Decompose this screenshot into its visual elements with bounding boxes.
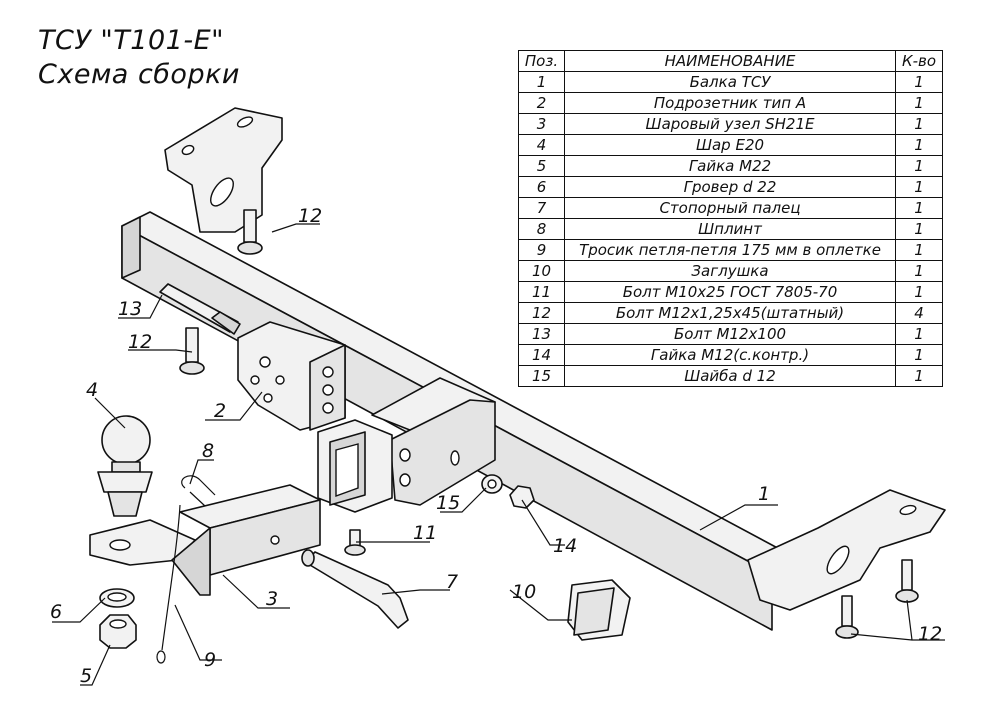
row-qty: 1: [895, 365, 943, 387]
callout-5: 5: [80, 665, 92, 687]
cable-loop: [156, 504, 181, 664]
header-pos: Поз.: [518, 50, 565, 72]
socket-bracket: [237, 321, 346, 431]
row-name: Гровер d 22: [564, 176, 896, 198]
callout-8: 8: [202, 440, 214, 462]
callout-14: 14: [553, 535, 577, 557]
row-qty: 1: [895, 260, 943, 282]
row-pos: 11: [518, 281, 565, 303]
callout-4: 4: [86, 379, 98, 401]
callout-12-left: 12: [128, 331, 152, 353]
bolt-m12-left: [179, 327, 205, 375]
washer-d12: [481, 474, 503, 494]
bolt-m12-upper: [237, 209, 263, 255]
row-name: Шайба d 12: [564, 365, 896, 387]
locking-pin: [301, 549, 409, 629]
bolt-m12x100: [159, 283, 241, 335]
drawing-title: ТСУ "Т101-Е" Схема сборки: [38, 24, 240, 92]
row-name: Гайка М22: [564, 155, 896, 177]
row-name: Тросик петля-петля 175 мм в оплетке: [564, 239, 896, 261]
callout-11: 11: [413, 522, 437, 544]
callout-1: 1: [758, 483, 770, 505]
leader-lines: [52, 223, 945, 686]
ball-mount: [89, 484, 321, 596]
bolt-m12-right-b: [835, 595, 859, 639]
lock-nut-m12: [509, 485, 535, 509]
callout-labels: 12 13 12 4 2 8 3 6 5 9 7 11 15 14 10 1 1…: [50, 205, 942, 687]
callout-3: 3: [266, 588, 278, 610]
title-line-2: Схема сборки: [38, 59, 240, 90]
callout-7: 7: [446, 571, 458, 593]
callout-6: 6: [50, 601, 62, 623]
row-qty: 1: [895, 155, 943, 177]
row-name: Подрозетник тип А: [564, 92, 896, 114]
callout-10: 10: [512, 581, 536, 603]
receiver-housing: [317, 377, 496, 513]
row-qty: 1: [895, 344, 943, 366]
callout-12-right: 12: [918, 623, 942, 645]
callout-9: 9: [204, 649, 216, 671]
title-line-1: ТСУ "Т101-Е": [38, 25, 225, 56]
callout-2: 2: [214, 400, 226, 422]
cotter-pin: [181, 475, 216, 507]
callout-12-upper: 12: [298, 205, 322, 227]
callout-13: 13: [118, 298, 142, 320]
bolt-m12-right-a: [895, 559, 919, 603]
callout-15: 15: [436, 492, 460, 514]
spring-washer: [99, 588, 135, 608]
tow-ball: [97, 415, 153, 517]
end-plug: [567, 579, 631, 641]
table-header-row: Поз. НАИМЕНОВАНИЕ К-во: [518, 50, 943, 72]
nut-m22: [99, 614, 137, 649]
